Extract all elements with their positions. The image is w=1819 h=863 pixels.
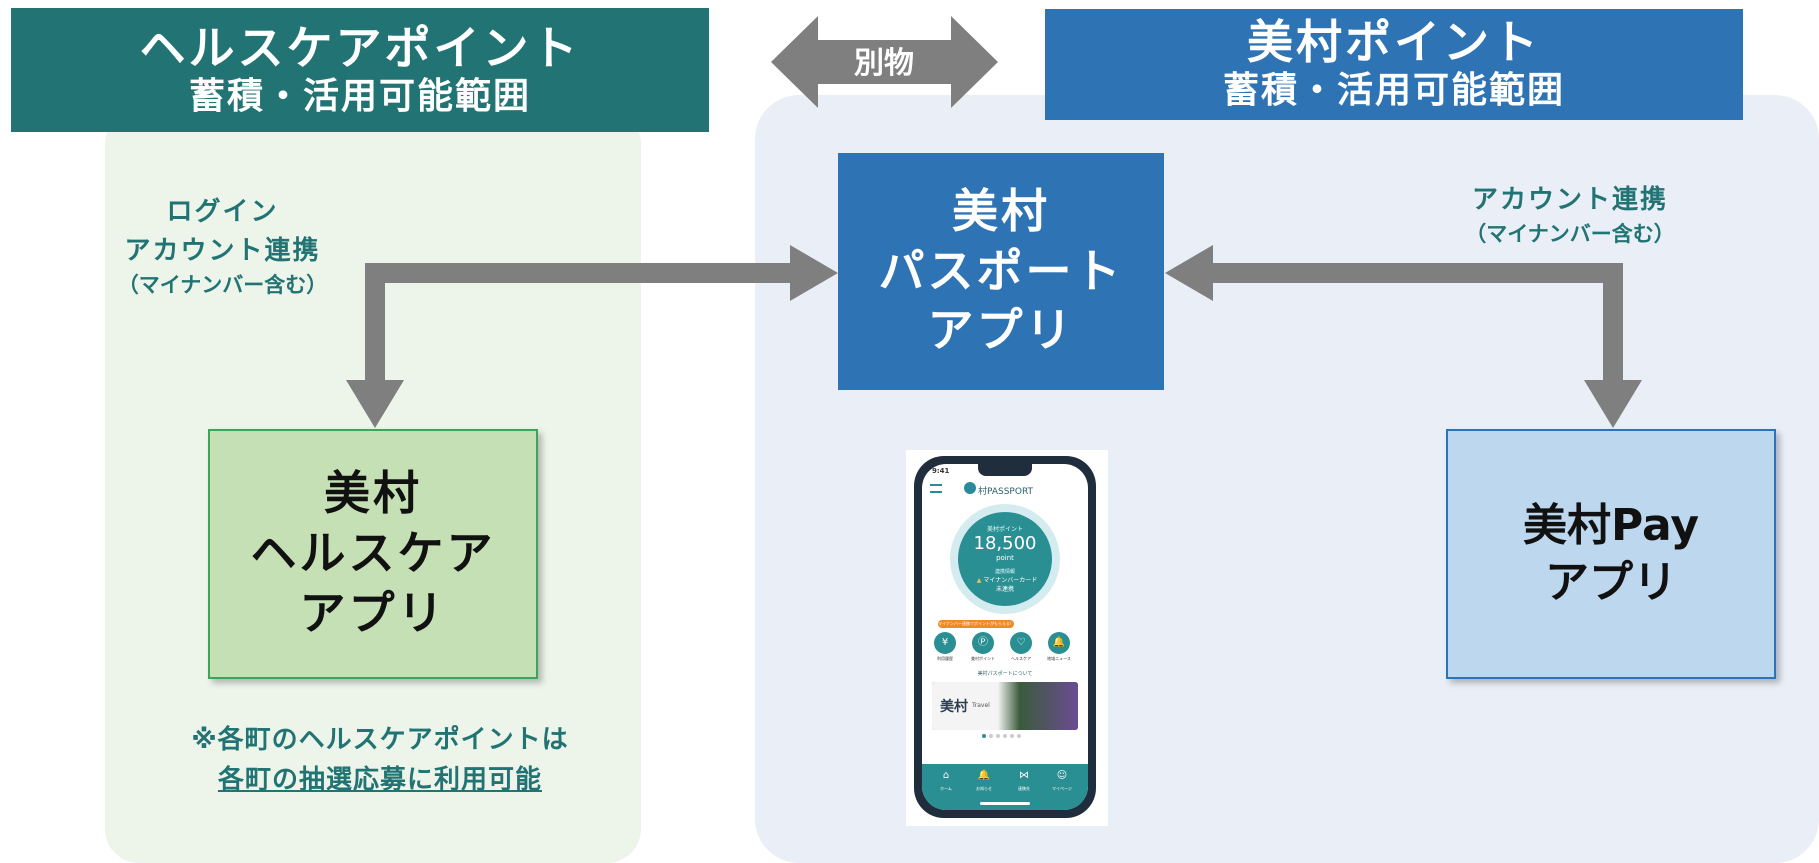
link-caption: 連携情報 bbox=[994, 569, 1015, 575]
tab-home[interactable]: ホーム bbox=[940, 786, 952, 791]
pay-app-box: 美村Pay アプリ bbox=[1446, 429, 1776, 679]
carousel-dot bbox=[989, 734, 993, 738]
about-link[interactable]: 美村パスポートについて bbox=[977, 671, 1033, 677]
tab-notices[interactable]: お知らせ bbox=[976, 786, 992, 791]
separate-double-arrow bbox=[771, 16, 998, 108]
healthcare-icon[interactable]: ♡ bbox=[1010, 632, 1032, 654]
phone-screen: 9:41 村PASSPORT 美村ポイント 18,500 point 連携情報 … bbox=[922, 464, 1088, 810]
icon-label: ヘルスケア bbox=[1011, 656, 1031, 661]
mimura-point-header: 美村ポイント 蓄積・活用可能範囲 bbox=[1045, 9, 1743, 120]
bell-icon[interactable]: 🔔 bbox=[1048, 632, 1070, 654]
bell-icon[interactable]: 🔔 bbox=[977, 770, 991, 781]
points-value: 18,500 bbox=[973, 533, 1037, 554]
home-indicator bbox=[980, 802, 1030, 805]
mynumber-status-text: マイナンバーカード bbox=[983, 577, 1038, 584]
mynumber-included-label: （マイナンバー含む） bbox=[117, 273, 328, 297]
user-icon[interactable]: ☺ bbox=[1056, 770, 1068, 781]
separate-label: 別物 bbox=[854, 46, 914, 81]
healthcare-app-box: 美村 ヘルスケア アプリ bbox=[208, 429, 538, 679]
login-label: ログイン bbox=[166, 197, 279, 227]
history-icon[interactable]: ¥ bbox=[934, 632, 956, 654]
mynumber-included-label: （マイナンバー含む） bbox=[1465, 222, 1675, 246]
account-link-arrow bbox=[1165, 245, 1642, 428]
mynumber-sub: 未連携 bbox=[995, 586, 1014, 593]
bonus-banner-tag[interactable]: マイナンバー連携でポイントがもらえる！ bbox=[938, 620, 1014, 628]
points-circle bbox=[958, 512, 1052, 606]
icon-label: 利用履歴 bbox=[937, 656, 953, 661]
account-link-label: アカウント連携 bbox=[124, 236, 321, 266]
mimura-point-title: 美村ポイント bbox=[1247, 15, 1541, 70]
healthcare-point-subtitle: 蓄積・活用可能範囲 bbox=[188, 75, 531, 117]
note-line-1: ※各町のヘルスケアポイントは bbox=[191, 725, 569, 755]
mynumber-status: ▲ マイナンバーカード bbox=[962, 575, 1052, 584]
points-caption: 美村ポイント bbox=[986, 526, 1023, 533]
mimura-point-subtitle: 蓄積・活用可能範囲 bbox=[1222, 70, 1565, 112]
tab-mypage[interactable]: マイページ bbox=[1052, 786, 1072, 791]
healthcare-point-note: ※各町のヘルスケアポイントは 各町の抽選応募に利用可能 bbox=[120, 720, 640, 801]
carousel-dot bbox=[1010, 734, 1014, 738]
healthcare-point-title: ヘルスケアポイント bbox=[139, 20, 581, 75]
passport-app-box: 美村 パスポート アプリ bbox=[838, 153, 1164, 390]
icon-label: 美村ポイント bbox=[971, 656, 995, 661]
share-icon[interactable]: ⋈ bbox=[1019, 770, 1029, 781]
home-icon[interactable]: ⌂ bbox=[942, 770, 950, 781]
warning-icon: ▲ bbox=[976, 577, 982, 584]
carousel-dot bbox=[1003, 734, 1007, 738]
points-icon[interactable]: Ⓟ bbox=[972, 632, 994, 654]
carousel-dot bbox=[982, 734, 986, 738]
app-title: 村PASSPORT bbox=[978, 487, 1034, 497]
carousel-title: 美村 bbox=[940, 699, 968, 715]
carousel-banner[interactable]: 美村 Travel bbox=[932, 682, 1078, 730]
quick-menu: ¥ Ⓟ ♡ 🔔 利用履歴 美村ポイント ヘルスケア 地域ニュース bbox=[930, 632, 1080, 664]
phone-notch bbox=[978, 464, 1032, 476]
menu-icon bbox=[930, 484, 942, 493]
carousel-subtitle: Travel bbox=[972, 702, 990, 709]
note-line-2: 各町の抽選応募に利用可能 bbox=[217, 765, 542, 796]
carousel-dot bbox=[1017, 734, 1021, 738]
carousel-dots bbox=[982, 734, 1028, 738]
bottom-tab-bar: ⌂ 🔔 ⋈ ☺ ホーム お知らせ 連携先 マイページ bbox=[922, 764, 1088, 810]
app-logo-icon bbox=[964, 482, 976, 494]
carousel-dot bbox=[996, 734, 1000, 738]
pay-link-label: アカウント連携 （マイナンバー含む） bbox=[1410, 181, 1730, 249]
login-link-arrow bbox=[346, 245, 838, 428]
points-unit: point bbox=[996, 554, 1014, 562]
icon-label: 地域ニュース bbox=[1047, 656, 1071, 661]
healthcare-point-header: ヘルスケアポイント 蓄積・活用可能範囲 bbox=[11, 8, 709, 132]
login-link-label: ログイン アカウント連携 （マイナンバー含む） bbox=[95, 193, 350, 300]
tab-links[interactable]: 連携先 bbox=[1018, 786, 1030, 791]
status-time: 9:41 bbox=[932, 467, 950, 475]
account-link-label: アカウント連携 bbox=[1471, 185, 1668, 215]
carousel-image bbox=[932, 682, 1078, 730]
